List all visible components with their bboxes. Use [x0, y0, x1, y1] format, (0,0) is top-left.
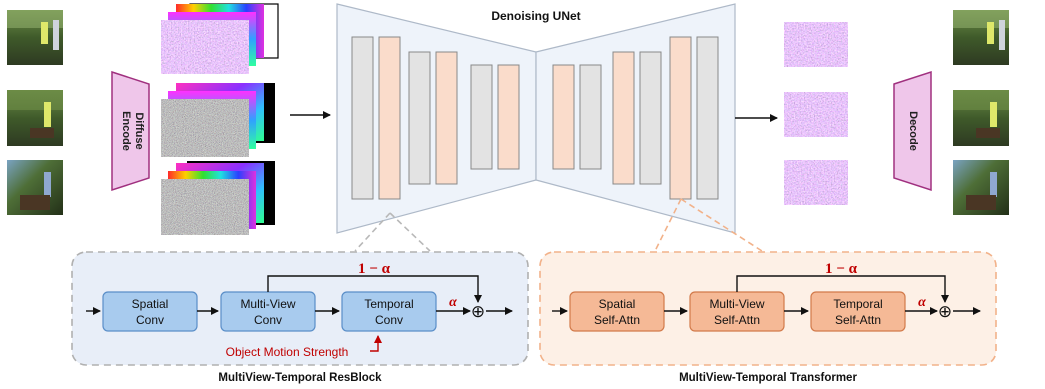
- output-frame-3: [953, 160, 1009, 215]
- output-frame-2: [953, 90, 1009, 146]
- unet-layer-gray: [470, 64, 493, 170]
- latent-stack-1: [161, 3, 279, 74]
- temporal-self-attn-line1: Temporal: [833, 297, 882, 311]
- multiview-self-attn-line1: Multi-View: [709, 297, 764, 311]
- multiview-self-attn-line2: Self-Attn: [714, 313, 760, 327]
- unet-layer-peach: [435, 51, 458, 185]
- resblock-sum-symbol: ⊕: [471, 302, 485, 322]
- unet: Denoising UNet: [336, 3, 736, 234]
- unet-layer-gray: [408, 51, 431, 185]
- output-latent-3: [784, 160, 848, 205]
- unet-title: Denoising UNet: [491, 9, 580, 23]
- encoder-label-line1: Encode: [120, 111, 132, 151]
- unet-layer-gray: [351, 36, 374, 200]
- unet-layer-peach: [669, 36, 692, 200]
- unet-layer-peach: [497, 64, 520, 170]
- transformer-skip-label: 1 − α: [825, 261, 858, 277]
- decoder-block: Decode: [893, 70, 932, 192]
- resblock-panel: Spatial Conv Multi-View Conv Temporal Co…: [71, 251, 529, 366]
- resblock-alpha: α: [449, 295, 457, 310]
- multiview-conv-block: Multi-View Conv: [220, 291, 316, 332]
- multiview-conv-line2: Conv: [254, 313, 282, 327]
- unet-layer-gray: [639, 51, 662, 185]
- decoder-label: Decode: [907, 111, 919, 151]
- multiview-conv-line1: Multi-View: [240, 297, 295, 311]
- transformer-alpha: α: [918, 295, 926, 310]
- unet-layer-peach: [378, 36, 401, 200]
- temporal-self-attn-line2: Self-Attn: [835, 313, 881, 327]
- resblock-skip-label: 1 − α: [358, 261, 391, 277]
- encoder-label-line2: Diffuse: [133, 112, 145, 149]
- latent-stack-3: [161, 161, 275, 235]
- spatial-conv-line1: Spatial: [132, 297, 169, 311]
- object-motion-strength-label: Object Motion Strength: [226, 345, 349, 359]
- transformer-sum-symbol: ⊕: [938, 302, 952, 322]
- unet-layer-peach: [552, 64, 575, 170]
- transformer-caption: MultiView-Temporal Transformer: [679, 372, 857, 384]
- input-frame-1: [7, 10, 63, 65]
- unet-layer-gray: [696, 36, 719, 200]
- input-frames: [7, 10, 63, 215]
- spatial-self-attn-line1: Spatial: [599, 297, 636, 311]
- resblock-caption: MultiView-Temporal ResBlock: [218, 372, 382, 384]
- temporal-conv-block: Temporal Conv: [341, 291, 437, 332]
- transformer-panel: Spatial Self-Attn Multi-View Self-Attn T…: [539, 251, 997, 366]
- temporal-self-attn-block: Temporal Self-Attn: [810, 291, 906, 332]
- spatial-self-attn-block: Spatial Self-Attn: [569, 291, 665, 332]
- temporal-conv-line1: Temporal: [364, 297, 413, 311]
- input-frame-3: [7, 160, 63, 215]
- output-latent-2: [784, 92, 848, 137]
- encoder-block: Encode Diffuse: [111, 70, 150, 192]
- input-frame-2: [7, 90, 63, 146]
- spatial-conv-block: Spatial Conv: [102, 291, 198, 332]
- output-frame-1: [953, 10, 1009, 65]
- multiview-self-attn-block: Multi-View Self-Attn: [689, 291, 785, 332]
- temporal-conv-line2: Conv: [375, 313, 403, 327]
- callout-lines: [354, 198, 763, 252]
- output-frames: [953, 10, 1009, 215]
- unet-layer-peach: [612, 51, 635, 185]
- spatial-self-attn-line2: Self-Attn: [594, 313, 640, 327]
- unet-layer-gray: [579, 64, 602, 170]
- latent-stack-2: [161, 83, 275, 157]
- output-latents: [784, 22, 848, 205]
- output-latent-1: [784, 22, 848, 67]
- spatial-conv-line2: Conv: [136, 313, 164, 327]
